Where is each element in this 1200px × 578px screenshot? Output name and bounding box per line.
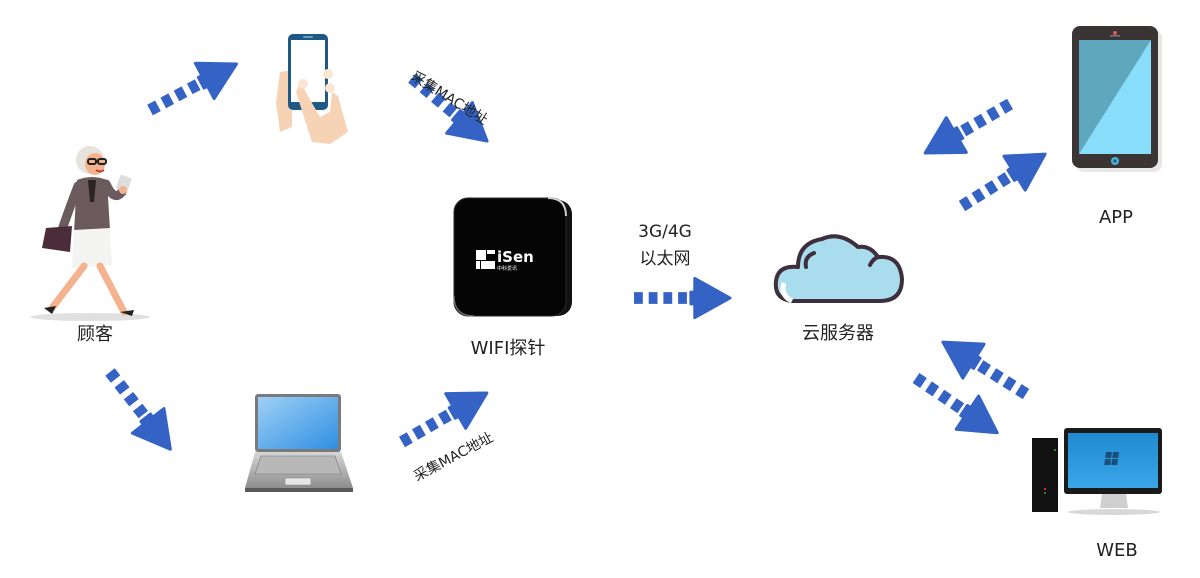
cloud-icon bbox=[773, 234, 904, 304]
app-label: APP bbox=[1098, 207, 1134, 228]
hand-holding-smartphone-icon bbox=[276, 34, 348, 144]
edge-label-network-line2: 以太网 bbox=[639, 249, 691, 269]
tablet-icon bbox=[1072, 26, 1162, 172]
smartphone-node bbox=[270, 32, 355, 147]
dashed-arrow-shape bbox=[903, 359, 1010, 451]
probe-node: iSen 中科爱讯 WIFI探针 bbox=[440, 192, 580, 362]
desktop-computer-icon bbox=[1032, 428, 1162, 515]
probe-label: WIFI探针 bbox=[470, 338, 546, 359]
laptop-icon bbox=[245, 394, 353, 492]
edge-label-network-line1: 3G/4G bbox=[638, 222, 692, 242]
walking-woman-icon bbox=[30, 146, 150, 321]
laptop-node bbox=[243, 392, 355, 494]
web-node: WEB bbox=[1030, 424, 1170, 574]
brand-logo: iSen bbox=[497, 248, 534, 266]
cloud-node: 云服务器 bbox=[770, 225, 915, 350]
cloud-label: 云服务器 bbox=[802, 323, 874, 344]
app-node: APP bbox=[1070, 24, 1165, 234]
wifi-probe-device-icon: iSen 中科爱讯 bbox=[453, 197, 572, 317]
customer-label: 顾客 bbox=[77, 324, 113, 345]
web-label: WEB bbox=[1096, 540, 1138, 561]
brand-subtitle: 中科爱讯 bbox=[497, 265, 517, 272]
customer-node: 顾客 bbox=[22, 140, 150, 350]
